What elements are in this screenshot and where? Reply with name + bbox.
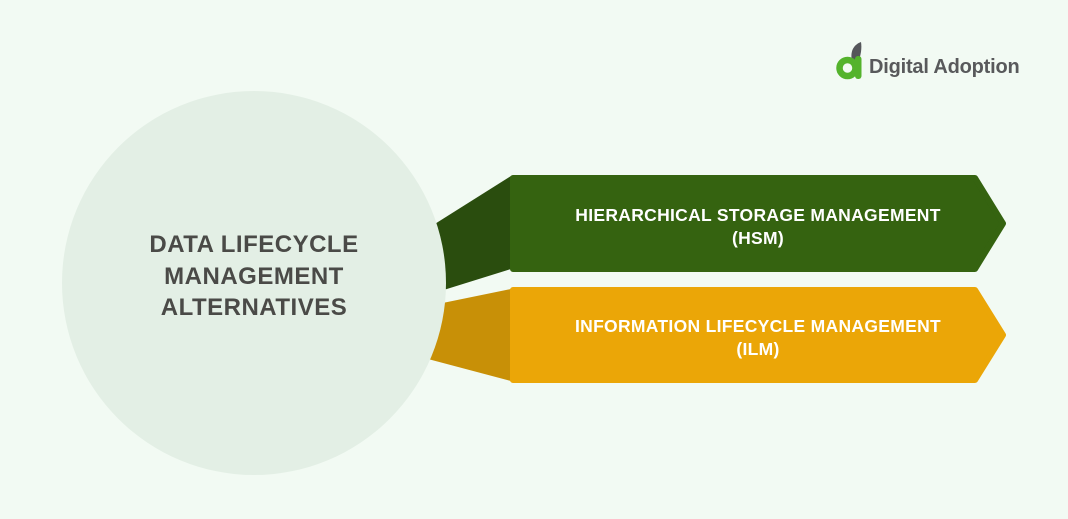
- ilm-ribbon-arrow: [510, 287, 1006, 383]
- hub-title-line-1: DATA LIFECYCLE: [149, 231, 359, 258]
- hub-circle: [62, 91, 446, 475]
- logo-ring-shape: [836, 56, 859, 80]
- logo: Digital Adoption: [836, 42, 1020, 82]
- hsm-ribbon-arrow: [510, 175, 1006, 272]
- hub-title-line-2: MANAGEMENT: [164, 262, 344, 290]
- logo-text: Digital Adoption: [869, 56, 1020, 78]
- hsm-label-line-1: HIERARCHICAL STORAGE MANAGEMENT: [575, 205, 941, 225]
- hsm-label-line-2: (HSM): [731, 227, 785, 248]
- hub-title: DATA LIFECYCLE MANAGEMENT ALTERNATIVES: [84, 229, 424, 324]
- hsm-label: HIERARCHICAL STORAGE MANAGEMENT (HSM): [513, 204, 1003, 249]
- ilm-ribbon-fold: [428, 289, 511, 381]
- ilm-label: INFORMATION LIFECYCLE MANAGEMENT (ILM): [513, 315, 1003, 360]
- ilm-label-line-1: INFORMATION LIFECYCLE MANAGEMENT: [574, 316, 942, 336]
- logo-stem-shape: [855, 56, 862, 79]
- hsm-ribbon-fold: [430, 176, 511, 293]
- ilm-label-line-2: (ILM): [736, 338, 780, 359]
- hub-title-line-3: ALTERNATIVES: [160, 294, 348, 321]
- digital-adoption-logo-icon: [836, 42, 862, 80]
